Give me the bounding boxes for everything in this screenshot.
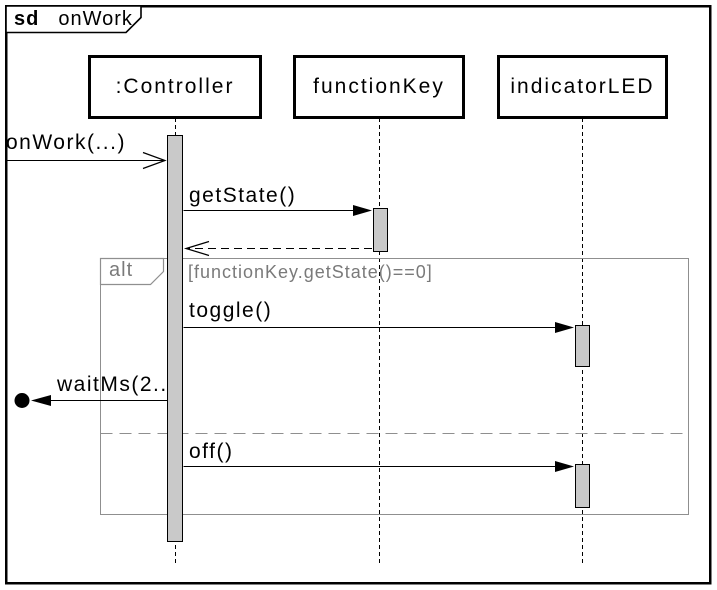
lost-message-circle: [14, 393, 30, 408]
alt-operator-pentagon: [99, 257, 165, 286]
diagram-name: onWork: [58, 8, 133, 30]
lifeline-head-functionkey: functionKey: [293, 55, 465, 119]
lifeline-label: indicatorLED: [510, 75, 655, 98]
activation-functionkey: [373, 208, 388, 252]
filled-arrowhead-icon: [555, 322, 574, 333]
lifeline-label: :Controller: [115, 75, 235, 98]
message-label-getstate: getState(): [189, 184, 297, 207]
diagram-title: sd onWork: [14, 8, 133, 31]
sd-keyword: sd: [14, 8, 40, 30]
message-label-onwork: onWork(...): [6, 131, 126, 154]
open-arrowhead-icon: [142, 151, 167, 170]
alt-guard-condition: [functionKey.getState()==0]: [188, 262, 433, 282]
message-label-toggle: toggle(): [189, 299, 273, 322]
activation-indicatorled-toggle: [575, 325, 590, 367]
alt-fragment-border: [99, 257, 690, 516]
open-arrowhead-icon: [183, 240, 210, 257]
title-pentagon: [5, 5, 142, 34]
filled-arrowhead-icon: [31, 395, 51, 406]
lifeline-label: functionKey: [313, 75, 445, 98]
message-label-waitms: waitMs(2..: [57, 373, 168, 396]
message-label-off: off(): [189, 440, 234, 463]
diagram-frame-border: [4, 4, 712, 585]
lifeline-head-indicatorled: indicatorLED: [497, 55, 668, 119]
activation-indicatorled-off: [575, 464, 590, 508]
filled-arrowhead-icon: [555, 461, 574, 472]
alt-operator-label: alt: [109, 259, 134, 281]
lifeline-head-controller: :Controller: [88, 55, 262, 119]
filled-arrowhead-icon: [353, 205, 372, 216]
activation-controller: [167, 135, 183, 542]
